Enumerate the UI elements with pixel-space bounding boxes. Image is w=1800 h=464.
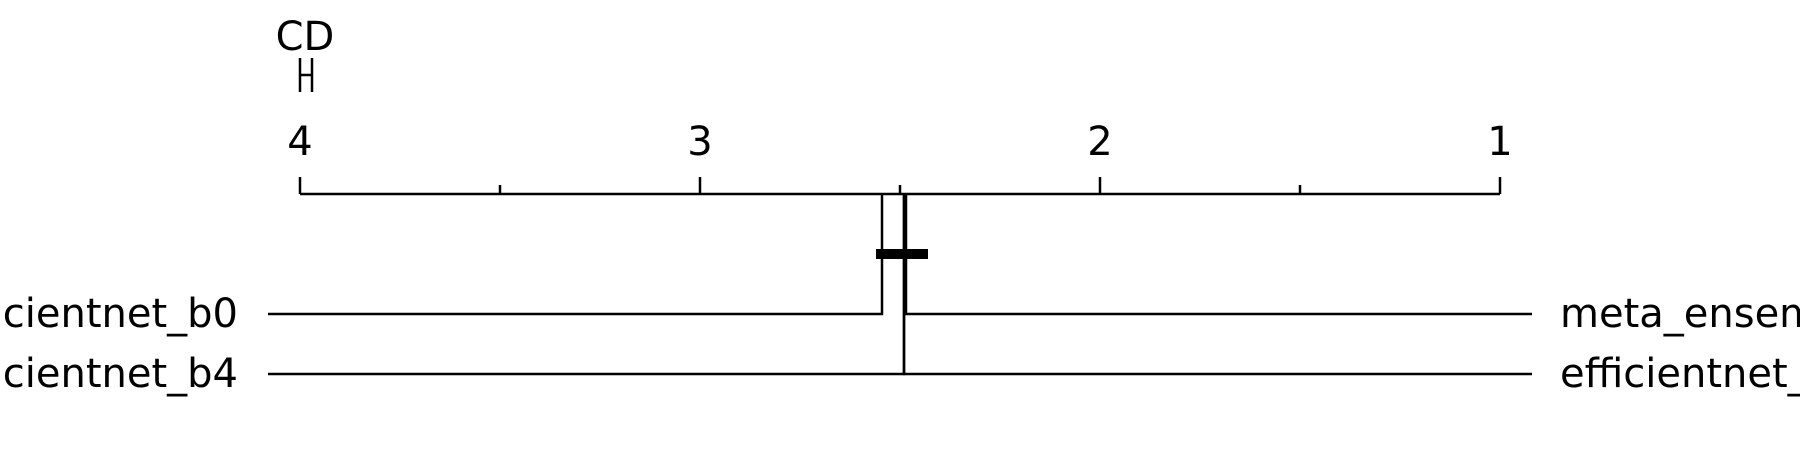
method-line-right <box>902 194 1532 376</box>
method-line-right <box>904 194 1532 316</box>
tick-label: 2 <box>1087 119 1112 165</box>
method-lines: efficientnet_b0 efficientnet_b4 meta_ensem… <box>0 194 1800 397</box>
method-label-right: efficientnet_b4 <box>1560 351 1800 397</box>
cd-label: CD <box>276 14 335 60</box>
method-label-right: meta_ensemble <box>1560 291 1800 337</box>
method-label-left: efficientnet_b4 <box>0 351 238 397</box>
tick-label: 3 <box>687 119 712 165</box>
tick-label: 1 <box>1487 119 1512 165</box>
method-line-left <box>268 194 906 376</box>
method-line-left <box>268 194 884 316</box>
method-label-left: efficientnet_b0 <box>0 291 238 337</box>
critical-difference-indicator: CD <box>276 14 335 92</box>
rank-axis: 4 3 2 1 <box>287 119 1513 196</box>
tick-label: 4 <box>287 119 312 165</box>
